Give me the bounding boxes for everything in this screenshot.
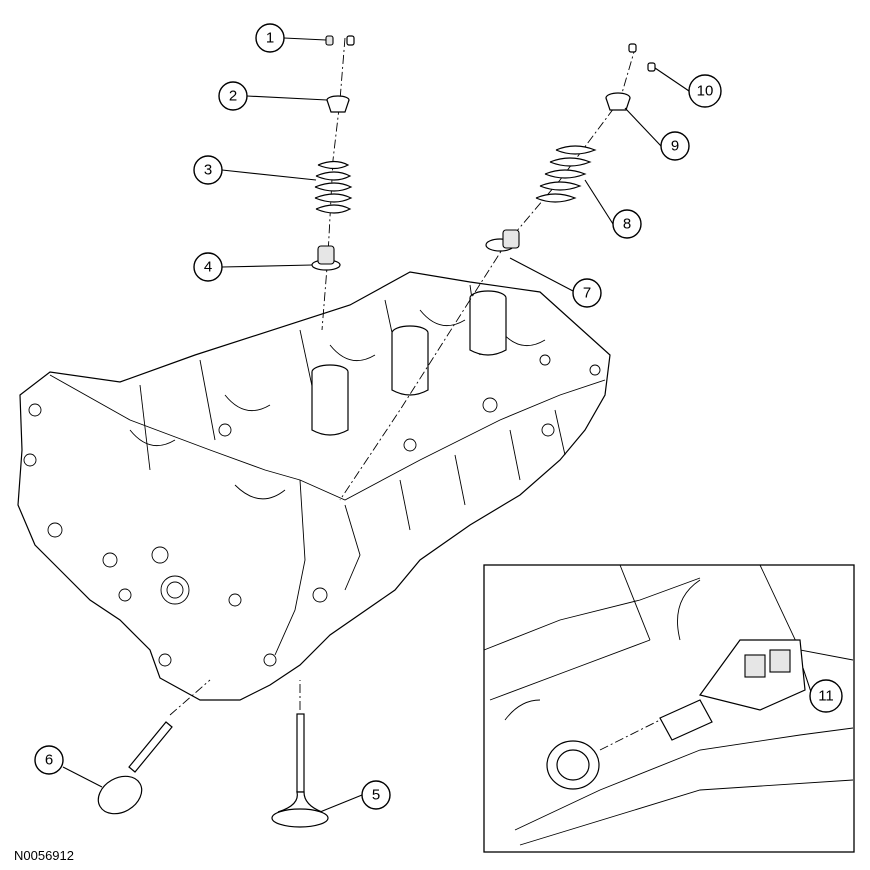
callout-3-label: 3 xyxy=(204,162,212,179)
callout-10: 10 xyxy=(688,74,722,108)
valve-6 xyxy=(97,721,173,815)
sensor-body xyxy=(659,639,806,741)
cylinder-head xyxy=(17,271,611,701)
callout-7: 7 xyxy=(572,278,602,308)
callout-2-label: 2 xyxy=(229,88,237,105)
valve-keepers-left xyxy=(325,35,355,46)
callout-4-label: 4 xyxy=(204,259,212,276)
spring-retainer-left xyxy=(326,95,350,113)
callout-11-label: 11 xyxy=(818,688,834,705)
callout-7-label: 7 xyxy=(583,285,591,302)
valve-spring-left xyxy=(314,160,353,214)
callout-8: 8 xyxy=(612,209,642,239)
callout-11: 11 xyxy=(809,679,843,713)
callout-1-label: 1 xyxy=(266,30,274,47)
callout-4: 4 xyxy=(193,252,223,282)
valve-keepers-right xyxy=(628,43,656,72)
valve-5 xyxy=(271,713,329,828)
callout-3: 3 xyxy=(193,155,223,185)
callout-9: 9 xyxy=(660,131,690,161)
callout-6-label: 6 xyxy=(45,752,53,769)
callout-5-label: 5 xyxy=(372,787,380,804)
sensor-inset xyxy=(483,564,855,853)
callout-10-label: 10 xyxy=(697,83,714,100)
spring-retainer-right xyxy=(605,92,631,111)
callout-8-label: 8 xyxy=(623,216,631,233)
valve-seal-left xyxy=(311,245,341,271)
callout-5: 5 xyxy=(361,780,391,810)
assembly-centerlines xyxy=(169,37,637,716)
tappet-bore xyxy=(311,290,507,436)
callout-1: 1 xyxy=(255,23,285,53)
callout-9-label: 9 xyxy=(671,138,679,155)
figure-id: N0056912 xyxy=(14,848,74,863)
valve-spring-right xyxy=(535,145,597,203)
callout-6: 6 xyxy=(34,745,64,775)
valve-seal-right xyxy=(485,229,520,252)
callout-2: 2 xyxy=(218,81,248,111)
leader-lines xyxy=(62,37,813,813)
